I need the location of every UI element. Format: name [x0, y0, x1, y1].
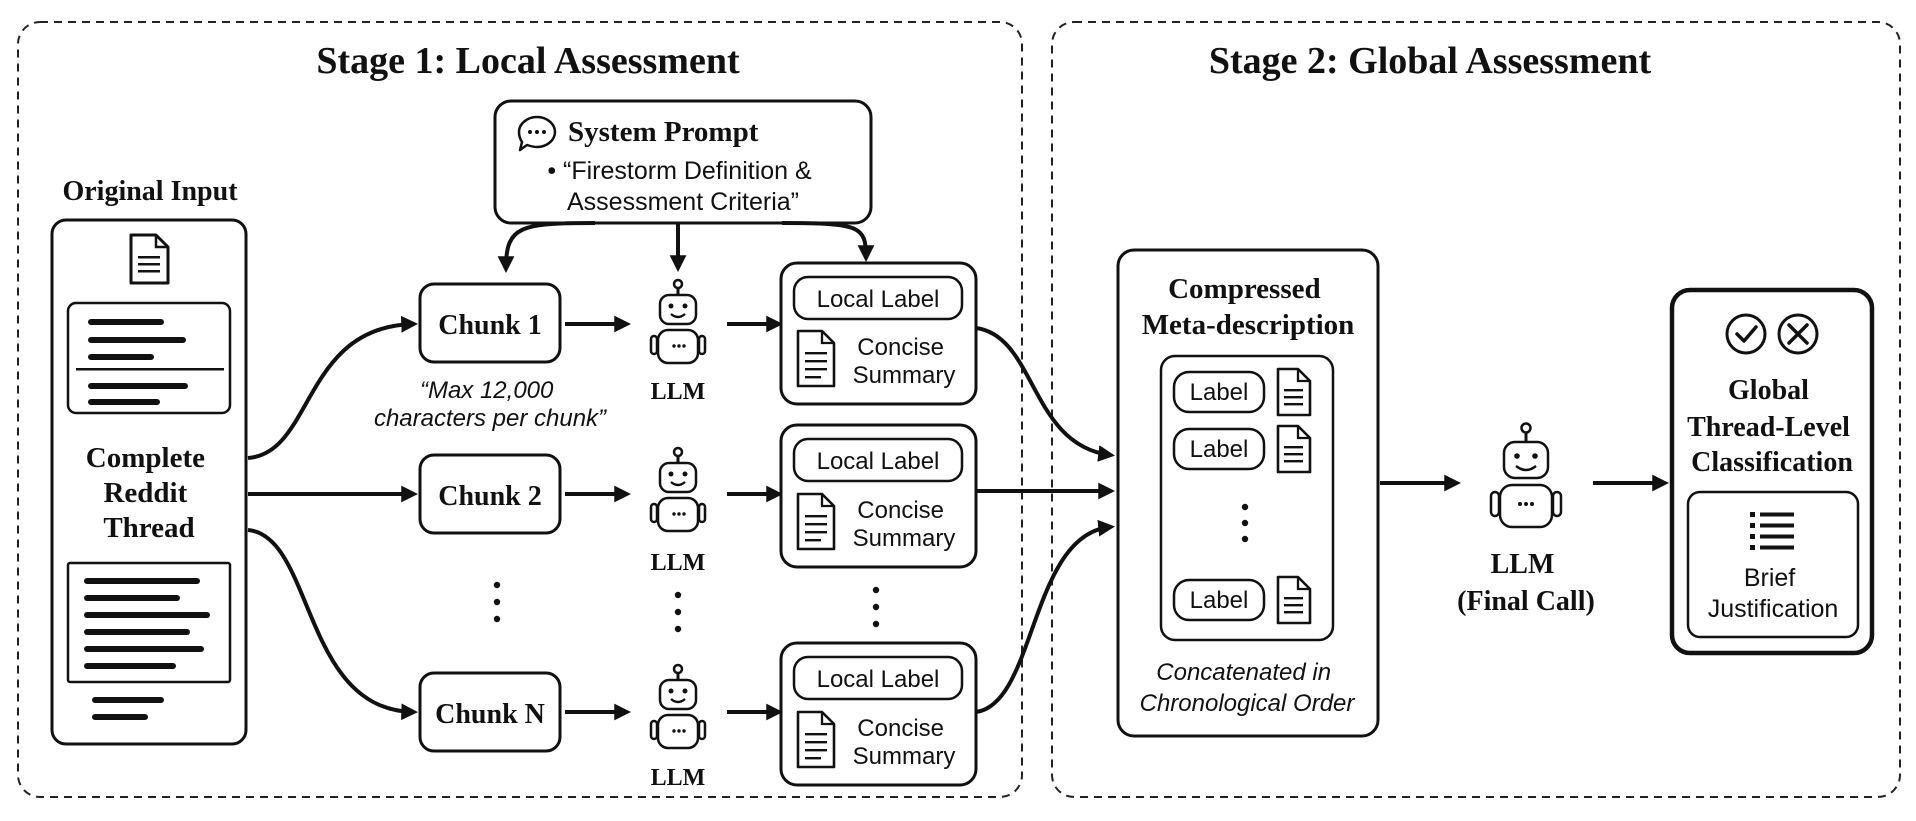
local-label-pill-1	[792, 275, 964, 321]
document-icon	[1276, 575, 1312, 625]
local-label-text-1: Local Label	[817, 286, 940, 313]
meta-label-pill-1	[1172, 370, 1266, 414]
stage2-panel	[1051, 21, 1901, 798]
meta-label-text-2: Label	[1190, 436, 1249, 463]
prompt-arrow-output	[781, 221, 875, 263]
summary-document-icon	[796, 492, 836, 551]
chunk-2-box	[418, 453, 562, 535]
system-prompt-box	[493, 99, 873, 225]
meta-description-title: Compressed Meta-description	[1142, 273, 1355, 341]
stage1-title: Stage 1: Local Assessment	[316, 40, 740, 82]
summary-text-n: Concise Summary	[853, 715, 956, 770]
system-prompt-title: System Prompt	[568, 116, 759, 148]
meta-label-pill-3	[1172, 578, 1266, 622]
thread-post-bottom	[66, 561, 232, 720]
summary-text-1: Concise Summary	[853, 334, 956, 389]
final-llm-label: LLM (Final Call)	[1457, 549, 1595, 617]
outputn-arrow-meta	[975, 519, 1116, 714]
justification-text: Brief Justification	[1708, 564, 1839, 623]
document-icon	[1276, 367, 1312, 417]
chunk-n-label: Chunk N	[435, 699, 545, 730]
document-icon	[129, 233, 170, 285]
input-arrow-chunk1	[247, 315, 419, 460]
prompt-arrow-chunk1	[497, 221, 596, 274]
summary-document-icon	[796, 329, 836, 388]
input-arrow-chunkn	[247, 528, 419, 721]
robot-icon	[649, 663, 707, 750]
thread-post-top	[66, 301, 232, 415]
llm-label-1: LLM	[651, 379, 706, 405]
chunk-1-label: Chunk 1	[438, 310, 542, 341]
robot-icon	[1489, 422, 1563, 529]
ellipsis-chunks	[493, 581, 501, 623]
speech-bubble-icon	[517, 115, 557, 152]
local-label-pill-2	[792, 437, 964, 483]
meta-label-text-1: Label	[1190, 379, 1249, 406]
list-icon	[1750, 512, 1794, 550]
stage1-panel	[17, 21, 1023, 798]
document-icon	[1276, 424, 1312, 474]
meta-label-text-3: Label	[1190, 587, 1249, 614]
chunk-size-note: “Max 12,000 characters per chunk”	[374, 377, 607, 432]
check-circle-icon	[1725, 313, 1767, 355]
stage2-title: Stage 2: Global Assessment	[1209, 40, 1652, 82]
llm-label-n: LLM	[651, 765, 706, 791]
justification-box	[1686, 490, 1860, 639]
original-input-heading: Original Input	[62, 176, 238, 207]
system-prompt-text: • “Firestorm Definition & Assessment Cri…	[547, 157, 818, 216]
global-classification-title: Global Thread-Level Classification	[1687, 375, 1857, 478]
chunk-1-box	[418, 282, 562, 364]
robot-icon	[649, 278, 707, 365]
complete-thread-label: Complete Reddit Thread	[86, 442, 212, 544]
ellipsis-llm	[674, 591, 682, 633]
local-label-text-n: Local Label	[817, 666, 940, 693]
chunk-2-label: Chunk 2	[438, 481, 542, 512]
local-label-pill-n	[792, 655, 964, 701]
local-label-text-2: Local Label	[817, 448, 940, 475]
meta-label-pill-2	[1172, 427, 1266, 471]
meta-order-note: Concatenated in Chronological Order	[1140, 659, 1356, 717]
ellipsis-outputs	[872, 586, 880, 628]
robot-icon	[649, 446, 707, 533]
summary-document-icon	[796, 710, 836, 769]
x-circle-icon	[1777, 313, 1819, 355]
output1-arrow-meta	[975, 326, 1116, 462]
meta-ellipsis	[1241, 503, 1249, 543]
chunk-n-box	[418, 671, 562, 753]
summary-text-2: Concise Summary	[853, 497, 956, 552]
llm-label-2: LLM	[651, 550, 706, 576]
